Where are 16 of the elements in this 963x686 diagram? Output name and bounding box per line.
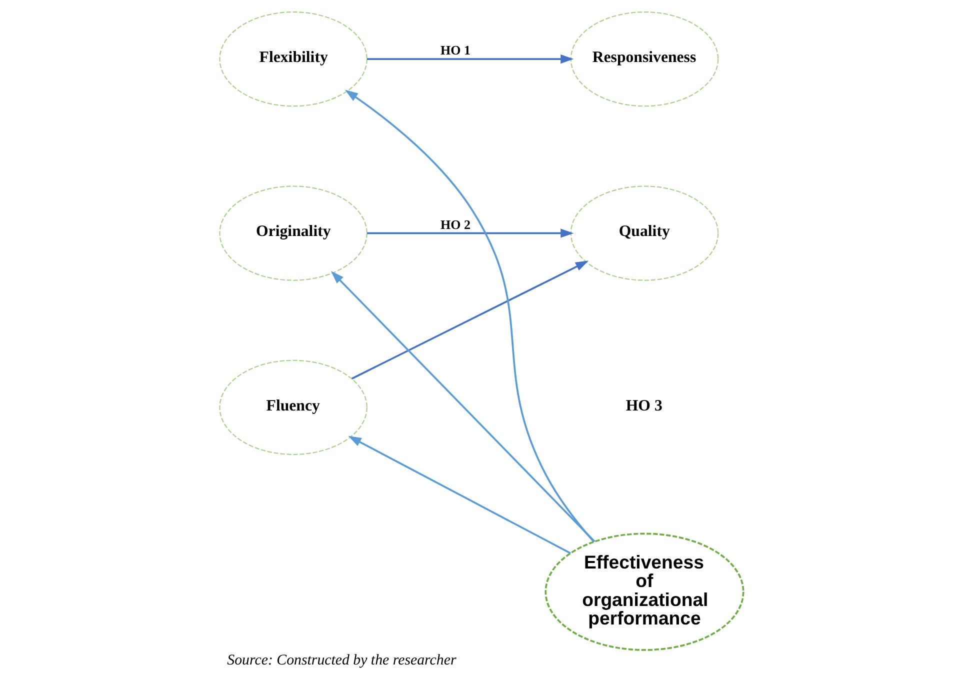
node-ellipse: Effectiveness of organizational performance <box>544 532 744 651</box>
node-ellipse: Responsiveness <box>570 11 719 107</box>
arrow <box>344 90 595 542</box>
arrow <box>367 228 574 238</box>
node-ellipse: Quality <box>570 186 719 281</box>
arrow <box>348 436 571 554</box>
edge-label: HO 2 <box>440 216 470 232</box>
arrow <box>352 260 589 380</box>
caption: Source: Constructed by the researcher <box>227 652 456 668</box>
arrow <box>367 54 574 64</box>
arrow <box>330 270 596 542</box>
edge-label: HO 1 <box>440 42 470 58</box>
node-ellipse: Originality <box>219 186 368 281</box>
node-ellipse: Fluency <box>219 360 368 455</box>
node-ellipse: Flexibility <box>219 11 368 107</box>
label: HO 3 <box>626 397 662 414</box>
